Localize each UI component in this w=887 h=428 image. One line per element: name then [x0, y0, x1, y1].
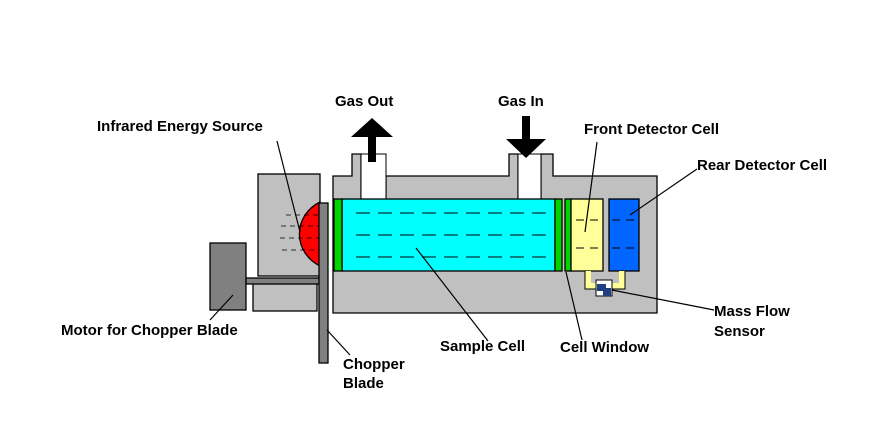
cell-window-right: [554, 198, 563, 272]
front-detector-cell: [570, 198, 604, 272]
label-rear-detector: Rear Detector Cell: [697, 157, 827, 174]
label-mass-flow-1: Mass Flow: [714, 303, 790, 320]
infrared-source-hatching: [280, 214, 320, 251]
cell-window-left: [333, 198, 343, 272]
leader-lines: [209, 140, 715, 356]
label-mass-flow-2: Sensor: [714, 323, 765, 340]
front-detector-hatching: [576, 219, 598, 249]
gas-in-port: [517, 153, 542, 201]
motor-shaft: [245, 277, 321, 285]
label-cell-window: Cell Window: [560, 339, 649, 356]
label-gas-in: Gas In: [498, 93, 544, 110]
label-motor: Motor for Chopper Blade: [61, 322, 238, 339]
label-chopper-1: Chopper: [343, 356, 405, 373]
label-sample-cell: Sample Cell: [440, 338, 525, 355]
motor-body: [209, 242, 247, 311]
source-housing-lower: [252, 282, 318, 312]
rear-detector-cell: [608, 198, 640, 272]
label-gas-out: Gas Out: [335, 93, 393, 110]
label-infrared-source: Infrared Energy Source: [97, 118, 263, 135]
gas-in-arrow-icon: [506, 116, 546, 158]
cell-window-front-detector: [564, 198, 572, 272]
gas-out-arrow-icon: [351, 118, 393, 162]
chopper-blade: [318, 202, 329, 364]
label-chopper-2: Blade: [343, 375, 384, 392]
label-front-detector: Front Detector Cell: [584, 121, 719, 138]
sample-cell-hatching: [356, 212, 553, 258]
rear-detector-hatching: [612, 219, 636, 249]
